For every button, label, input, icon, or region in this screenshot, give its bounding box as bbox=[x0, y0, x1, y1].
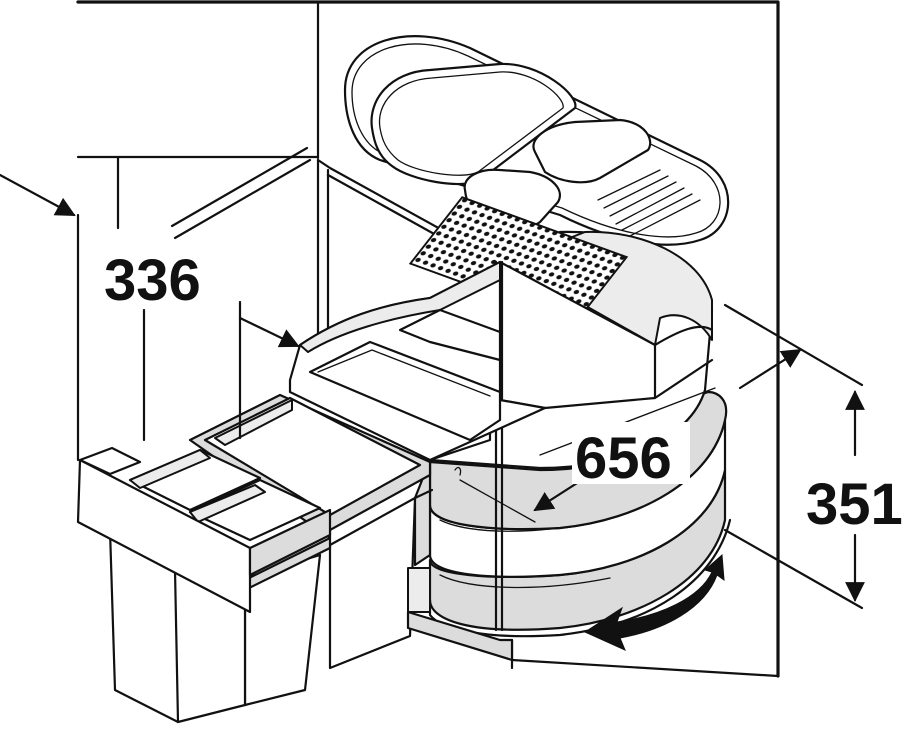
width-label-bg bbox=[572, 422, 690, 484]
middle-tray bbox=[288, 260, 547, 462]
depth-dimension-label: 336 bbox=[104, 248, 201, 313]
height-dimension-label: 351 bbox=[806, 472, 903, 537]
height-label-bg bbox=[805, 470, 905, 532]
sink-unit bbox=[343, 35, 730, 246]
width-dimension-label: 656 bbox=[575, 426, 672, 491]
dimension-lines bbox=[0, 173, 865, 610]
drawer-assembly bbox=[76, 393, 514, 724]
depth-label-bg bbox=[100, 245, 220, 307]
curved-double-arrow-icon bbox=[583, 553, 725, 651]
drainboard-ridges bbox=[597, 169, 701, 237]
